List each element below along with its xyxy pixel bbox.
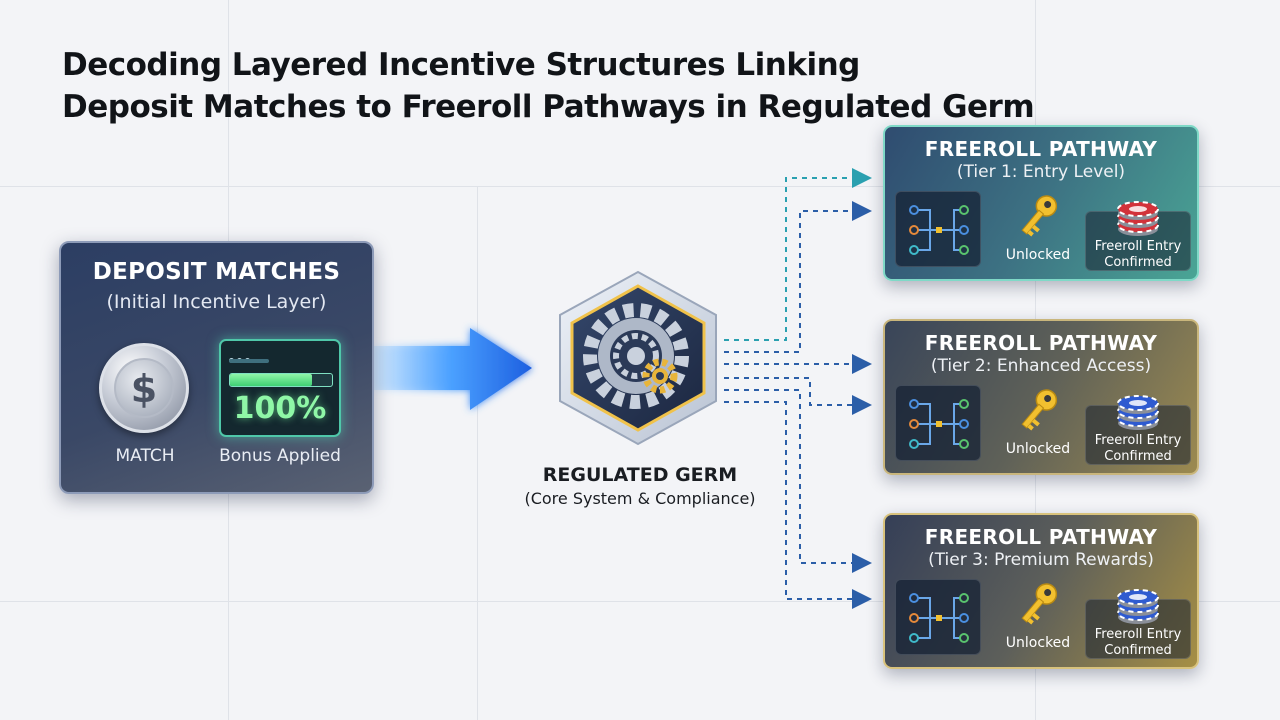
- unlocked-label: Unlocked: [1005, 441, 1071, 457]
- title-line-2: Deposit Matches to Freeroll Pathways in …: [62, 89, 1035, 125]
- tier-heading: FREEROLL PATHWAY: [924, 525, 1158, 549]
- hub-subtitle: (Core System & Compliance): [524, 489, 756, 508]
- confirm-text: Freeroll Entry Confirmed: [1086, 433, 1190, 465]
- hub-title: REGULATED GERM: [542, 464, 738, 486]
- key-icon: [1013, 385, 1063, 435]
- deposit-heading: DEPOSIT MATCHES: [92, 259, 341, 285]
- bonus-screen-icon: 100%: [219, 339, 341, 437]
- screen-header-bar: [229, 359, 269, 363]
- poker-chips-icon: [1111, 191, 1165, 237]
- confirm-line-2: Confirmed: [1104, 643, 1172, 658]
- key-icon: [1013, 191, 1063, 241]
- tier-card-2: FREEROLL PATHWAY (Tier 2: Enhanced Acces…: [883, 319, 1199, 475]
- main-flow-arrow: [372, 328, 532, 410]
- confirm-line-1: Freeroll Entry: [1094, 627, 1182, 642]
- page-title: Decoding Layered Incentive Structures Li…: [62, 44, 1035, 128]
- deposit-subheading: (Initial Incentive Layer): [106, 291, 327, 313]
- connector-tier3-b: [724, 401, 872, 609]
- tier-card-3: FREEROLL PATHWAY (Tier 3: Premium Reward…: [883, 513, 1199, 669]
- confirm-line-2: Confirmed: [1104, 255, 1172, 270]
- tier-subheading: (Tier 3: Premium Rewards): [928, 550, 1154, 570]
- confirm-line-1: Freeroll Entry: [1094, 433, 1182, 448]
- tier-subheading: (Tier 2: Enhanced Access): [930, 356, 1152, 376]
- match-label: MATCH: [115, 446, 175, 466]
- confirm-line-1: Freeroll Entry: [1094, 239, 1182, 254]
- title-line-1: Decoding Layered Incentive Structures Li…: [62, 47, 860, 83]
- unlocked-label: Unlocked: [1005, 635, 1071, 651]
- connector-tier3-a: [724, 389, 872, 573]
- confirm-box: Freeroll Entry Confirmed: [1085, 599, 1191, 659]
- bonus-progress-bar: [229, 373, 333, 387]
- poker-chips-icon: [1111, 579, 1165, 625]
- key-icon: [1013, 579, 1063, 629]
- flow-diagram-icon: [895, 579, 981, 655]
- tier-heading: FREEROLL PATHWAY: [924, 137, 1158, 161]
- connector-tier1-b: [724, 201, 872, 353]
- confirm-text: Freeroll Entry Confirmed: [1086, 627, 1190, 659]
- tier-heading: FREEROLL PATHWAY: [924, 331, 1158, 355]
- gear-hub-icon: [559, 270, 717, 446]
- grid-line: [0, 601, 1280, 602]
- confirm-box: Freeroll Entry Confirmed: [1085, 211, 1191, 271]
- confirm-line-2: Confirmed: [1104, 449, 1172, 464]
- confirm-text: Freeroll Entry Confirmed: [1086, 239, 1190, 271]
- connector-tier1-a: [724, 168, 872, 341]
- bonus-applied-label: Bonus Applied: [219, 446, 341, 466]
- tier-subheading: (Tier 1: Entry Level): [956, 162, 1126, 182]
- unlocked-label: Unlocked: [1005, 247, 1071, 263]
- grid-line: [477, 186, 478, 720]
- window-dots-icon: [229, 348, 253, 367]
- flow-diagram-icon: [895, 385, 981, 461]
- flow-diagram-icon: [895, 191, 981, 267]
- tier-card-1: FREEROLL PATHWAY (Tier 1: Entry Level) U…: [883, 125, 1199, 281]
- coin-symbol: $: [114, 358, 174, 418]
- dollar-coin-icon: $: [99, 343, 189, 433]
- bonus-percent: 100%: [233, 391, 327, 426]
- deposit-matches-panel: DEPOSIT MATCHES (Initial Incentive Layer…: [59, 241, 374, 494]
- poker-chips-icon: [1111, 385, 1165, 431]
- bonus-progress-fill: [230, 374, 312, 386]
- connector-tier2-b: [724, 377, 872, 415]
- grid-line: [0, 186, 1280, 187]
